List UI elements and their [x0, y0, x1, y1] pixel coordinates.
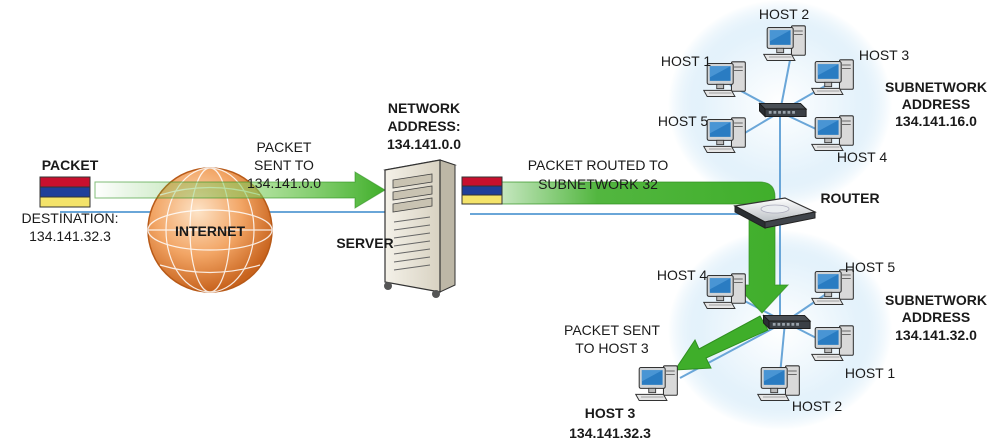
subnet16-host4-label: HOST 4: [837, 149, 888, 165]
subnet32-host1-label: HOST 1: [845, 365, 896, 381]
subnet32-line2: ADDRESS: [902, 309, 970, 325]
arrow-to-server: [94, 171, 386, 209]
subnet32-host4-computer: [703, 273, 746, 309]
subnet16-line1: SUBNETWORK: [885, 79, 987, 95]
to-host3-line1: PACKET SENT: [564, 322, 660, 338]
packet-icon: [39, 176, 91, 208]
routed-line2: SUBNETWORK 32: [538, 176, 658, 192]
server-label: SERVER: [336, 235, 393, 251]
subnet32-value: 134.141.32.0: [895, 327, 977, 343]
destination-label: DESTINATION:: [22, 210, 119, 226]
network-address-line2: ADDRESS:: [387, 118, 460, 134]
subnet16-switch: [759, 103, 807, 117]
server-tower: [383, 159, 457, 298]
subnet16-host1-label: HOST 1: [661, 53, 712, 69]
subnet32-host1-computer: [811, 325, 854, 361]
arrow-to-host3: [674, 315, 769, 371]
routed-packet-icon: [461, 176, 503, 205]
subnet32-host5-computer: [811, 269, 854, 305]
subnet32-switch: [763, 315, 811, 329]
host3-address: 134.141.32.3: [569, 425, 651, 441]
sent-to-line1: PACKET: [257, 139, 312, 155]
subnet32-host5-label: HOST 5: [845, 259, 896, 275]
subnet16-value: 134.141.16.0: [895, 113, 977, 129]
host3-label: HOST 3: [585, 405, 636, 421]
subnet16-line2: ADDRESS: [902, 96, 970, 112]
internet-label: INTERNET: [175, 223, 245, 239]
router-device: [733, 197, 817, 229]
subnet32-host2-computer: [757, 365, 800, 401]
subnet32-host2-label: HOST 2: [792, 398, 843, 414]
sent-to-line3: 134.141.0.0: [247, 175, 321, 191]
destination-value: 134.141.32.3: [29, 228, 111, 244]
network-address-value: 134.141.0.0: [387, 136, 461, 152]
subnet16-host2-label: HOST 2: [759, 6, 810, 22]
packet-title: PACKET: [42, 157, 99, 173]
subnet16-host2-computer: [763, 25, 806, 61]
subnet16-host5-computer: [703, 117, 746, 153]
routed-line1: PACKET ROUTED TO: [528, 157, 669, 173]
subnet16-host4-computer: [811, 115, 854, 151]
to-host3-line2: TO HOST 3: [575, 340, 649, 356]
subnet16-host3-label: HOST 3: [859, 47, 910, 63]
subnet32-host4-label: HOST 4: [657, 267, 708, 283]
subnet16-host5-label: HOST 5: [658, 113, 709, 129]
sent-to-line2: SENT TO: [254, 157, 314, 173]
router-label: ROUTER: [820, 190, 879, 206]
subnet32-line1: SUBNETWORK: [885, 292, 987, 308]
subnet16-host3-computer: [811, 59, 854, 95]
host3-computer: [635, 365, 678, 401]
network-address-line1: NETWORK: [388, 100, 460, 116]
